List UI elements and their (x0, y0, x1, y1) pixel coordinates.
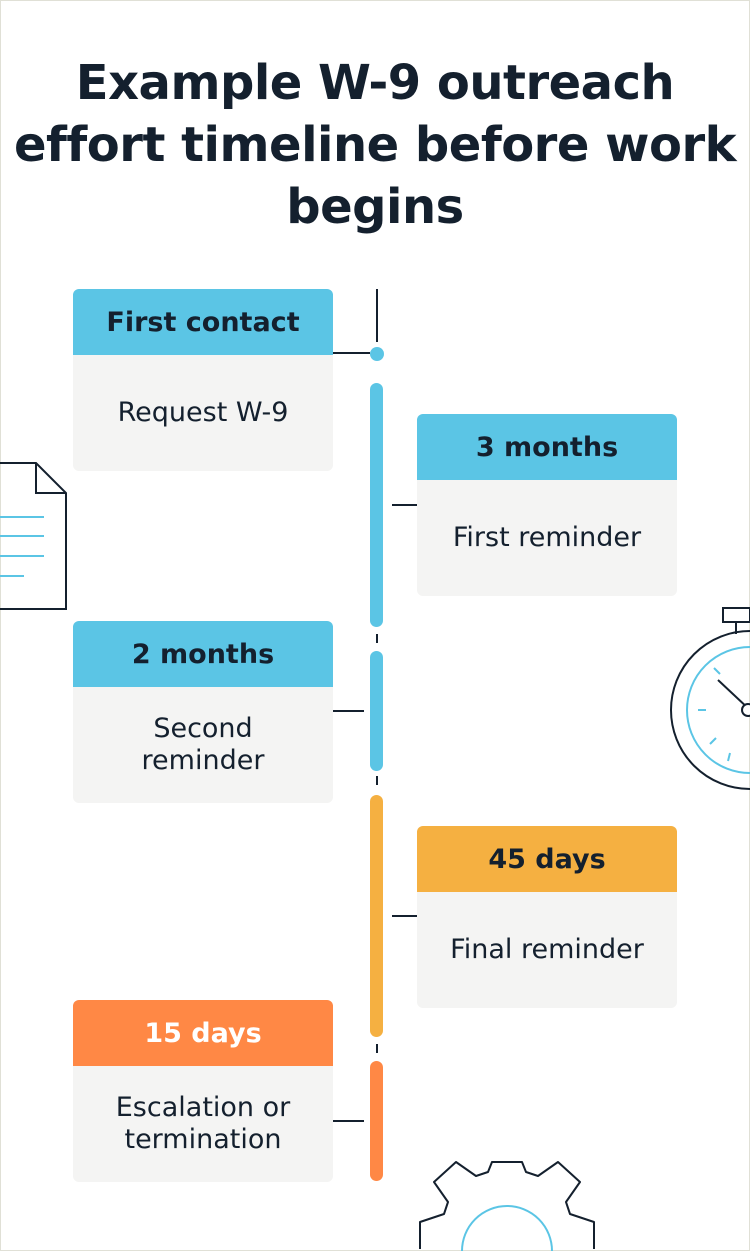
timeline-gap-tick (376, 1044, 378, 1053)
card-heading: First contact (73, 289, 333, 355)
stopwatch-icon (670, 607, 750, 790)
timeline-segment-blue-2 (370, 651, 383, 771)
timeline-segment-orange (370, 1061, 383, 1181)
card-heading: 45 days (417, 826, 677, 892)
connector-first-contact (332, 352, 370, 354)
connector-45-days (392, 915, 418, 917)
card-body: First reminder (452, 522, 642, 553)
page-title: Example W-9 outreach effort timeline bef… (13, 55, 737, 235)
timeline-start-line (376, 289, 378, 342)
document-icon (0, 462, 67, 610)
card-body: Escalation or termination (115, 1092, 291, 1155)
card-heading: 3 months (417, 414, 677, 480)
gear-icon (419, 1161, 595, 1251)
card-body: Second reminder (141, 713, 265, 776)
timeline-card-45-days: 45 days Final reminder (417, 826, 677, 1008)
timeline-card-first-contact: First contact Request W-9 (73, 289, 333, 471)
timeline-card-2-months: 2 months Second reminder (73, 621, 333, 803)
card-heading: 15 days (73, 1000, 333, 1066)
card-heading: 2 months (73, 621, 333, 687)
timeline-segment-blue-1 (370, 383, 383, 627)
connector-15-days (332, 1120, 364, 1122)
timeline-gap-tick (376, 634, 378, 643)
timeline-gap-tick (376, 776, 378, 785)
timeline-segment-yellow (370, 795, 383, 1037)
timeline-card-15-days: 15 days Escalation or termination (73, 1000, 333, 1182)
card-body: Request W-9 (117, 397, 289, 428)
connector-2-months (332, 710, 364, 712)
timeline-card-3-months: 3 months First reminder (417, 414, 677, 596)
connector-3-months (392, 504, 418, 506)
card-body: Final reminder (450, 934, 644, 965)
timeline-start-dot (370, 347, 384, 361)
